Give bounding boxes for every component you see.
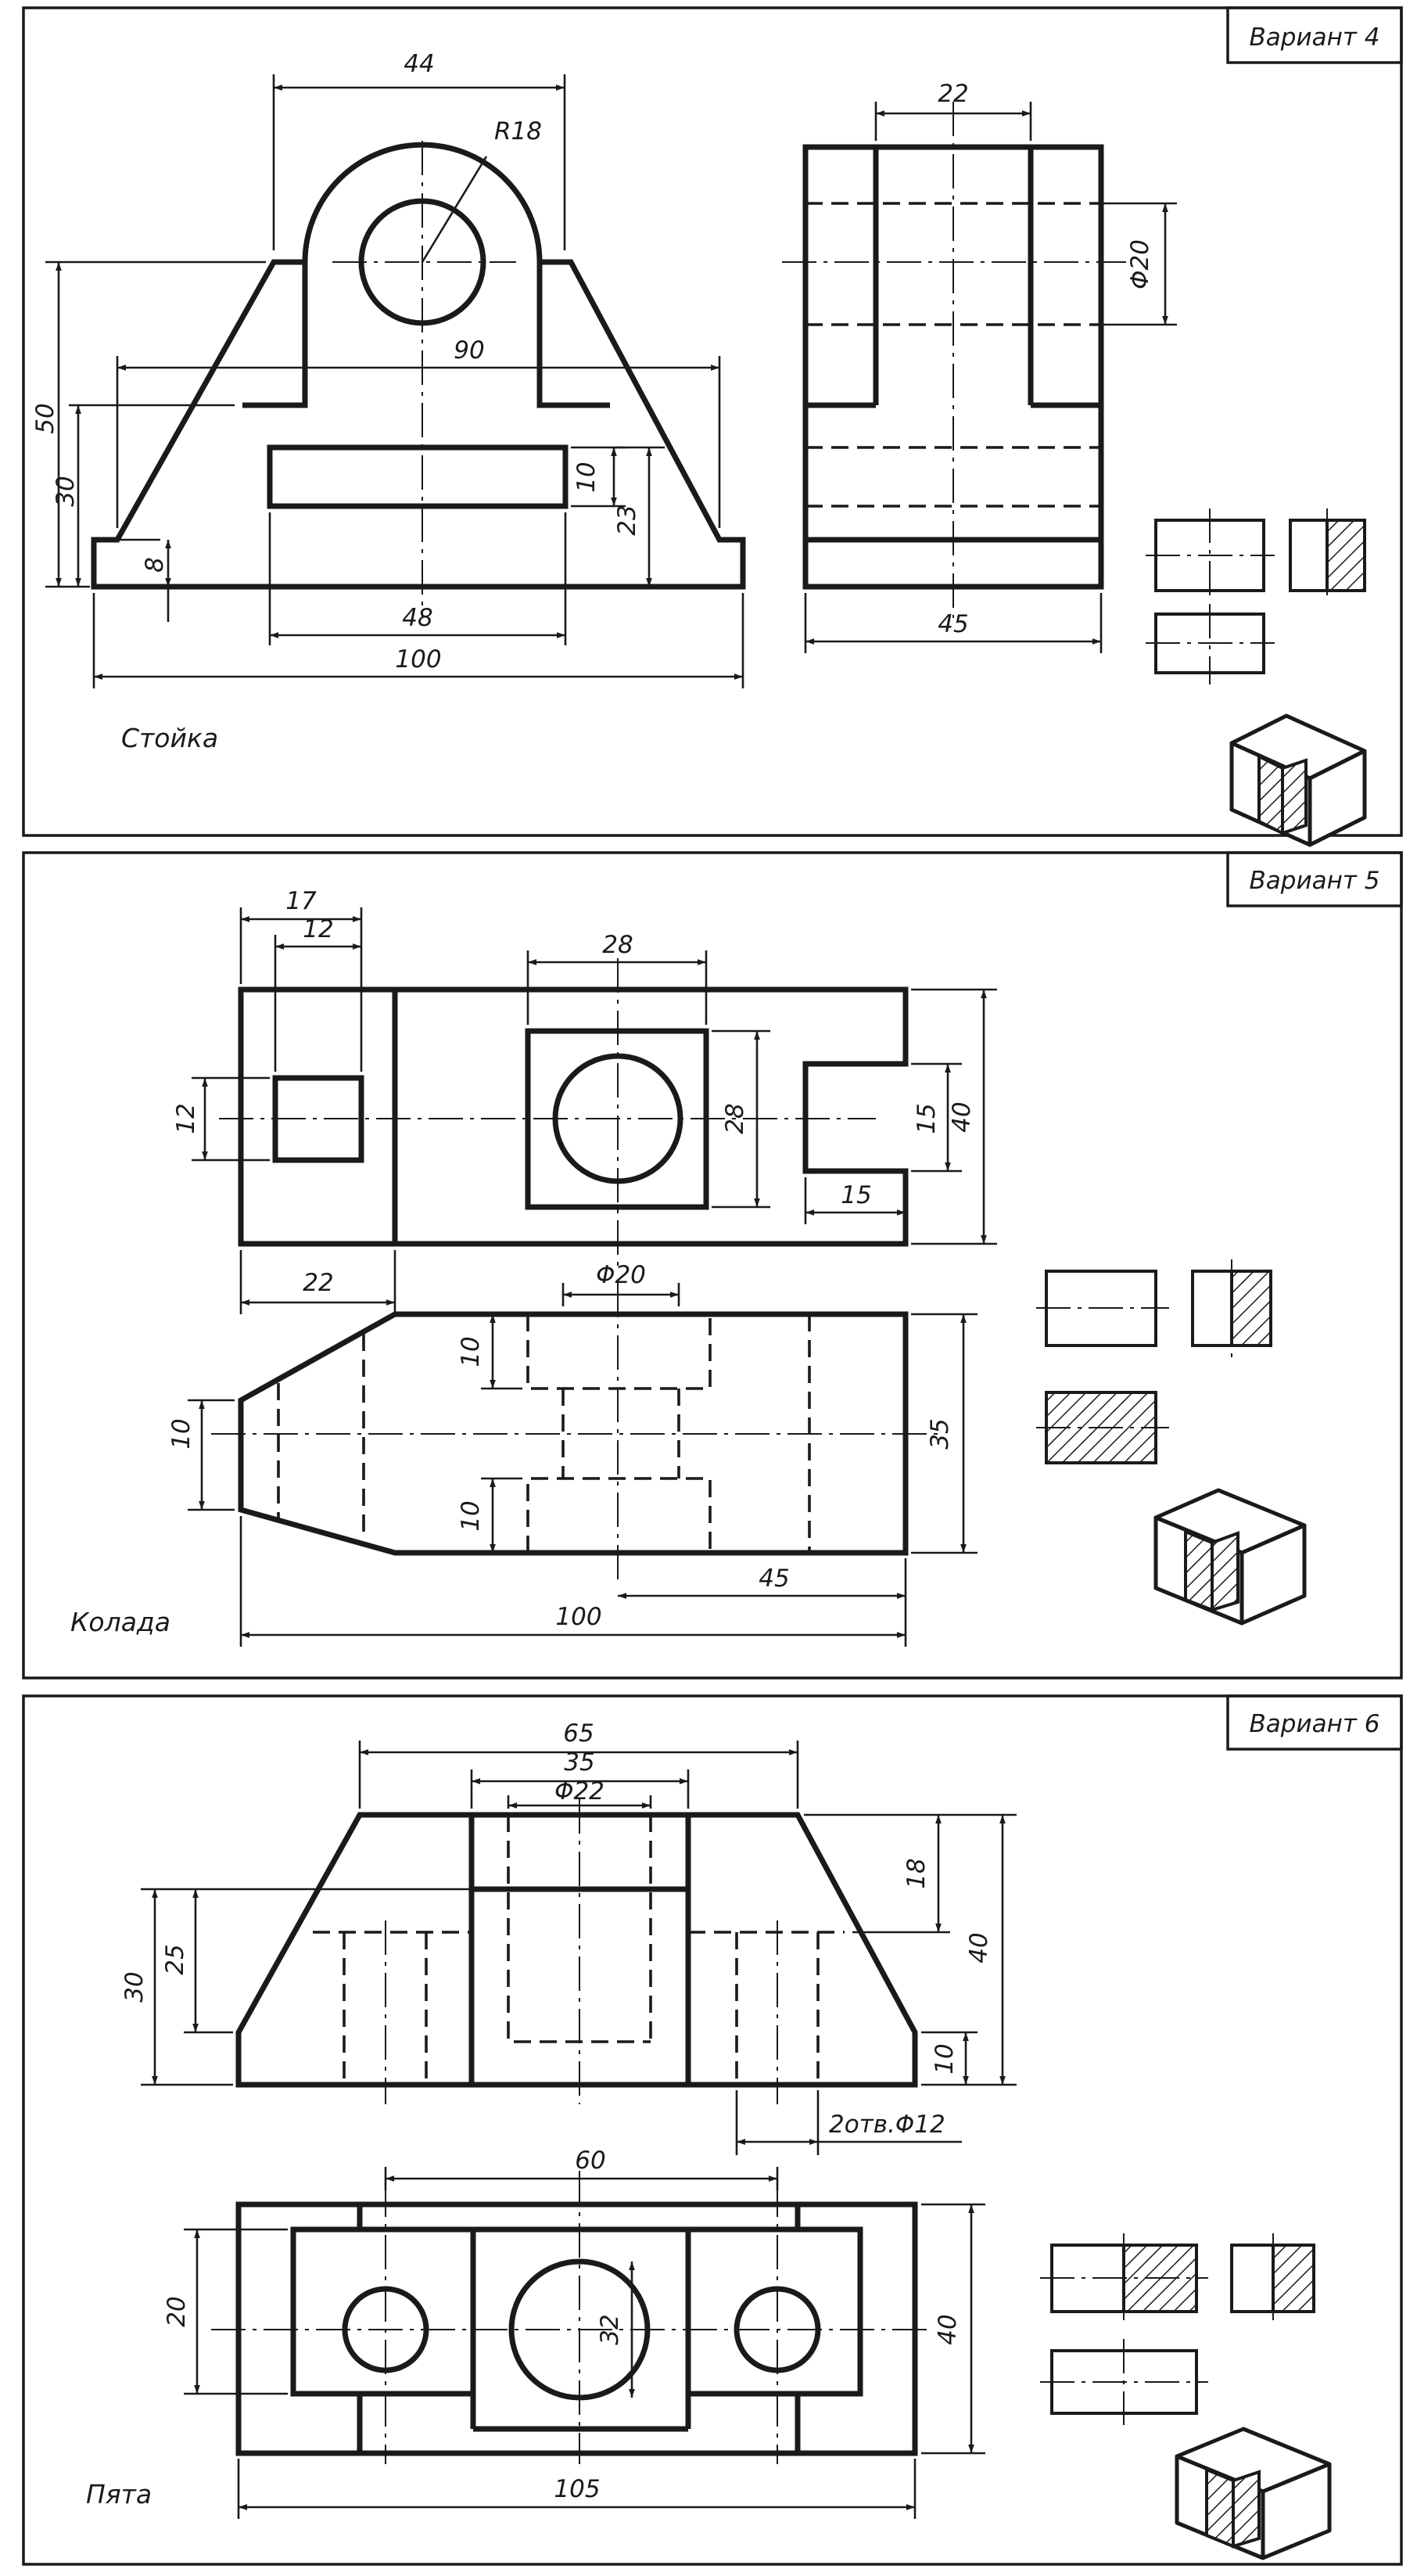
panel-frame (22, 6, 1403, 837)
dim-label: Φ20 (1126, 239, 1154, 289)
dim-label: 45 (938, 610, 968, 638)
dim-label: 100 (555, 1603, 601, 1631)
dim-label: 44 (404, 50, 434, 78)
dim-label: 22 (303, 1269, 333, 1297)
dimensions: 44 R18 90 50 30 10 23 8 (31, 50, 1177, 688)
variant-badge: Вариант 4 (1226, 6, 1403, 64)
isometric-icon (1229, 713, 1367, 847)
panel-variant-5: Вариант 5 (22, 851, 1403, 1680)
front-view (211, 1283, 938, 1584)
dim-label: R18 (494, 117, 542, 146)
variant-label: Вариант 6 (1250, 1710, 1380, 1738)
panel-frame (22, 1694, 1403, 2566)
section-scheme (1040, 2233, 1315, 2425)
dim-label: 17 (285, 887, 317, 915)
dim-label: 32 (596, 2314, 624, 2344)
dim-label: 100 (395, 645, 441, 674)
dim-label: 2отв.Φ12 (829, 2111, 945, 2139)
front-view (91, 141, 746, 618)
dim-label: 30 (120, 1971, 149, 2002)
dim-label: 22 (938, 80, 968, 108)
dim-label: 12 (303, 915, 333, 943)
dim-label: 10 (572, 462, 601, 492)
dim-label: 40 (934, 2314, 962, 2344)
part-name: Колада (70, 1607, 170, 1637)
variant-badge: Вариант 6 (1226, 1694, 1403, 1751)
dim-label: Φ22 (554, 1777, 604, 1805)
side-view (782, 102, 1126, 618)
dim-label: 25 (161, 1944, 189, 1974)
variant-label: Вариант 4 (1250, 23, 1380, 52)
panel-variant-4: Вариант 4 (22, 6, 1403, 847)
dim-label: 65 (563, 1719, 594, 1748)
top-view (219, 958, 909, 1267)
dim-label: 35 (564, 1748, 594, 1777)
panel-frame (22, 851, 1403, 1680)
dim-label: 10 (167, 1418, 196, 1449)
dim-label: 10 (457, 1336, 485, 1367)
dim-label: 45 (759, 1565, 789, 1593)
dim-label: 15 (841, 1181, 871, 1209)
dim-label: Φ20 (596, 1261, 646, 1289)
dim-label: 10 (931, 2043, 959, 2074)
section-scheme (1036, 1259, 1272, 1464)
dim-label: 20 (163, 2296, 191, 2326)
dim-label: 90 (454, 336, 484, 365)
dim-label: 35 (926, 1418, 954, 1449)
dimensions: 17 12 28 12 28 15 40 15 (167, 887, 997, 1647)
dim-label: 30 (52, 476, 80, 506)
front-view (235, 1799, 918, 2104)
dim-label: 8 (141, 557, 169, 573)
variant-label: Вариант 5 (1250, 867, 1380, 895)
part-name: Пята (86, 2479, 152, 2510)
dim-label: 15 (913, 1103, 941, 1134)
dim-label: 28 (602, 931, 633, 959)
dim-label: 10 (457, 1500, 485, 1531)
top-view (211, 2171, 931, 2464)
dim-label: 48 (402, 604, 432, 632)
part-name: Стойка (121, 723, 218, 753)
dim-label: 50 (31, 403, 59, 433)
variant-badge: Вариант 5 (1226, 851, 1403, 907)
dimensions: 65 35 Φ22 18 40 30 25 (120, 1719, 1017, 2519)
isometric-icon (1153, 1488, 1307, 1626)
dim-label: 60 (575, 2147, 605, 2175)
dim-label: 23 (613, 505, 641, 535)
dim-label: 105 (554, 2475, 600, 2503)
dim-label: 40 (965, 1932, 993, 1963)
dim-label: 40 (948, 1101, 976, 1132)
panel-variant-6: Вариант 6 (22, 1694, 1403, 2566)
section-scheme (1146, 508, 1366, 684)
dim-label: 18 (902, 1858, 931, 1888)
dim-label: 12 (172, 1103, 200, 1134)
isometric-icon (1175, 2427, 1332, 2560)
dim-label: 28 (721, 1103, 749, 1134)
